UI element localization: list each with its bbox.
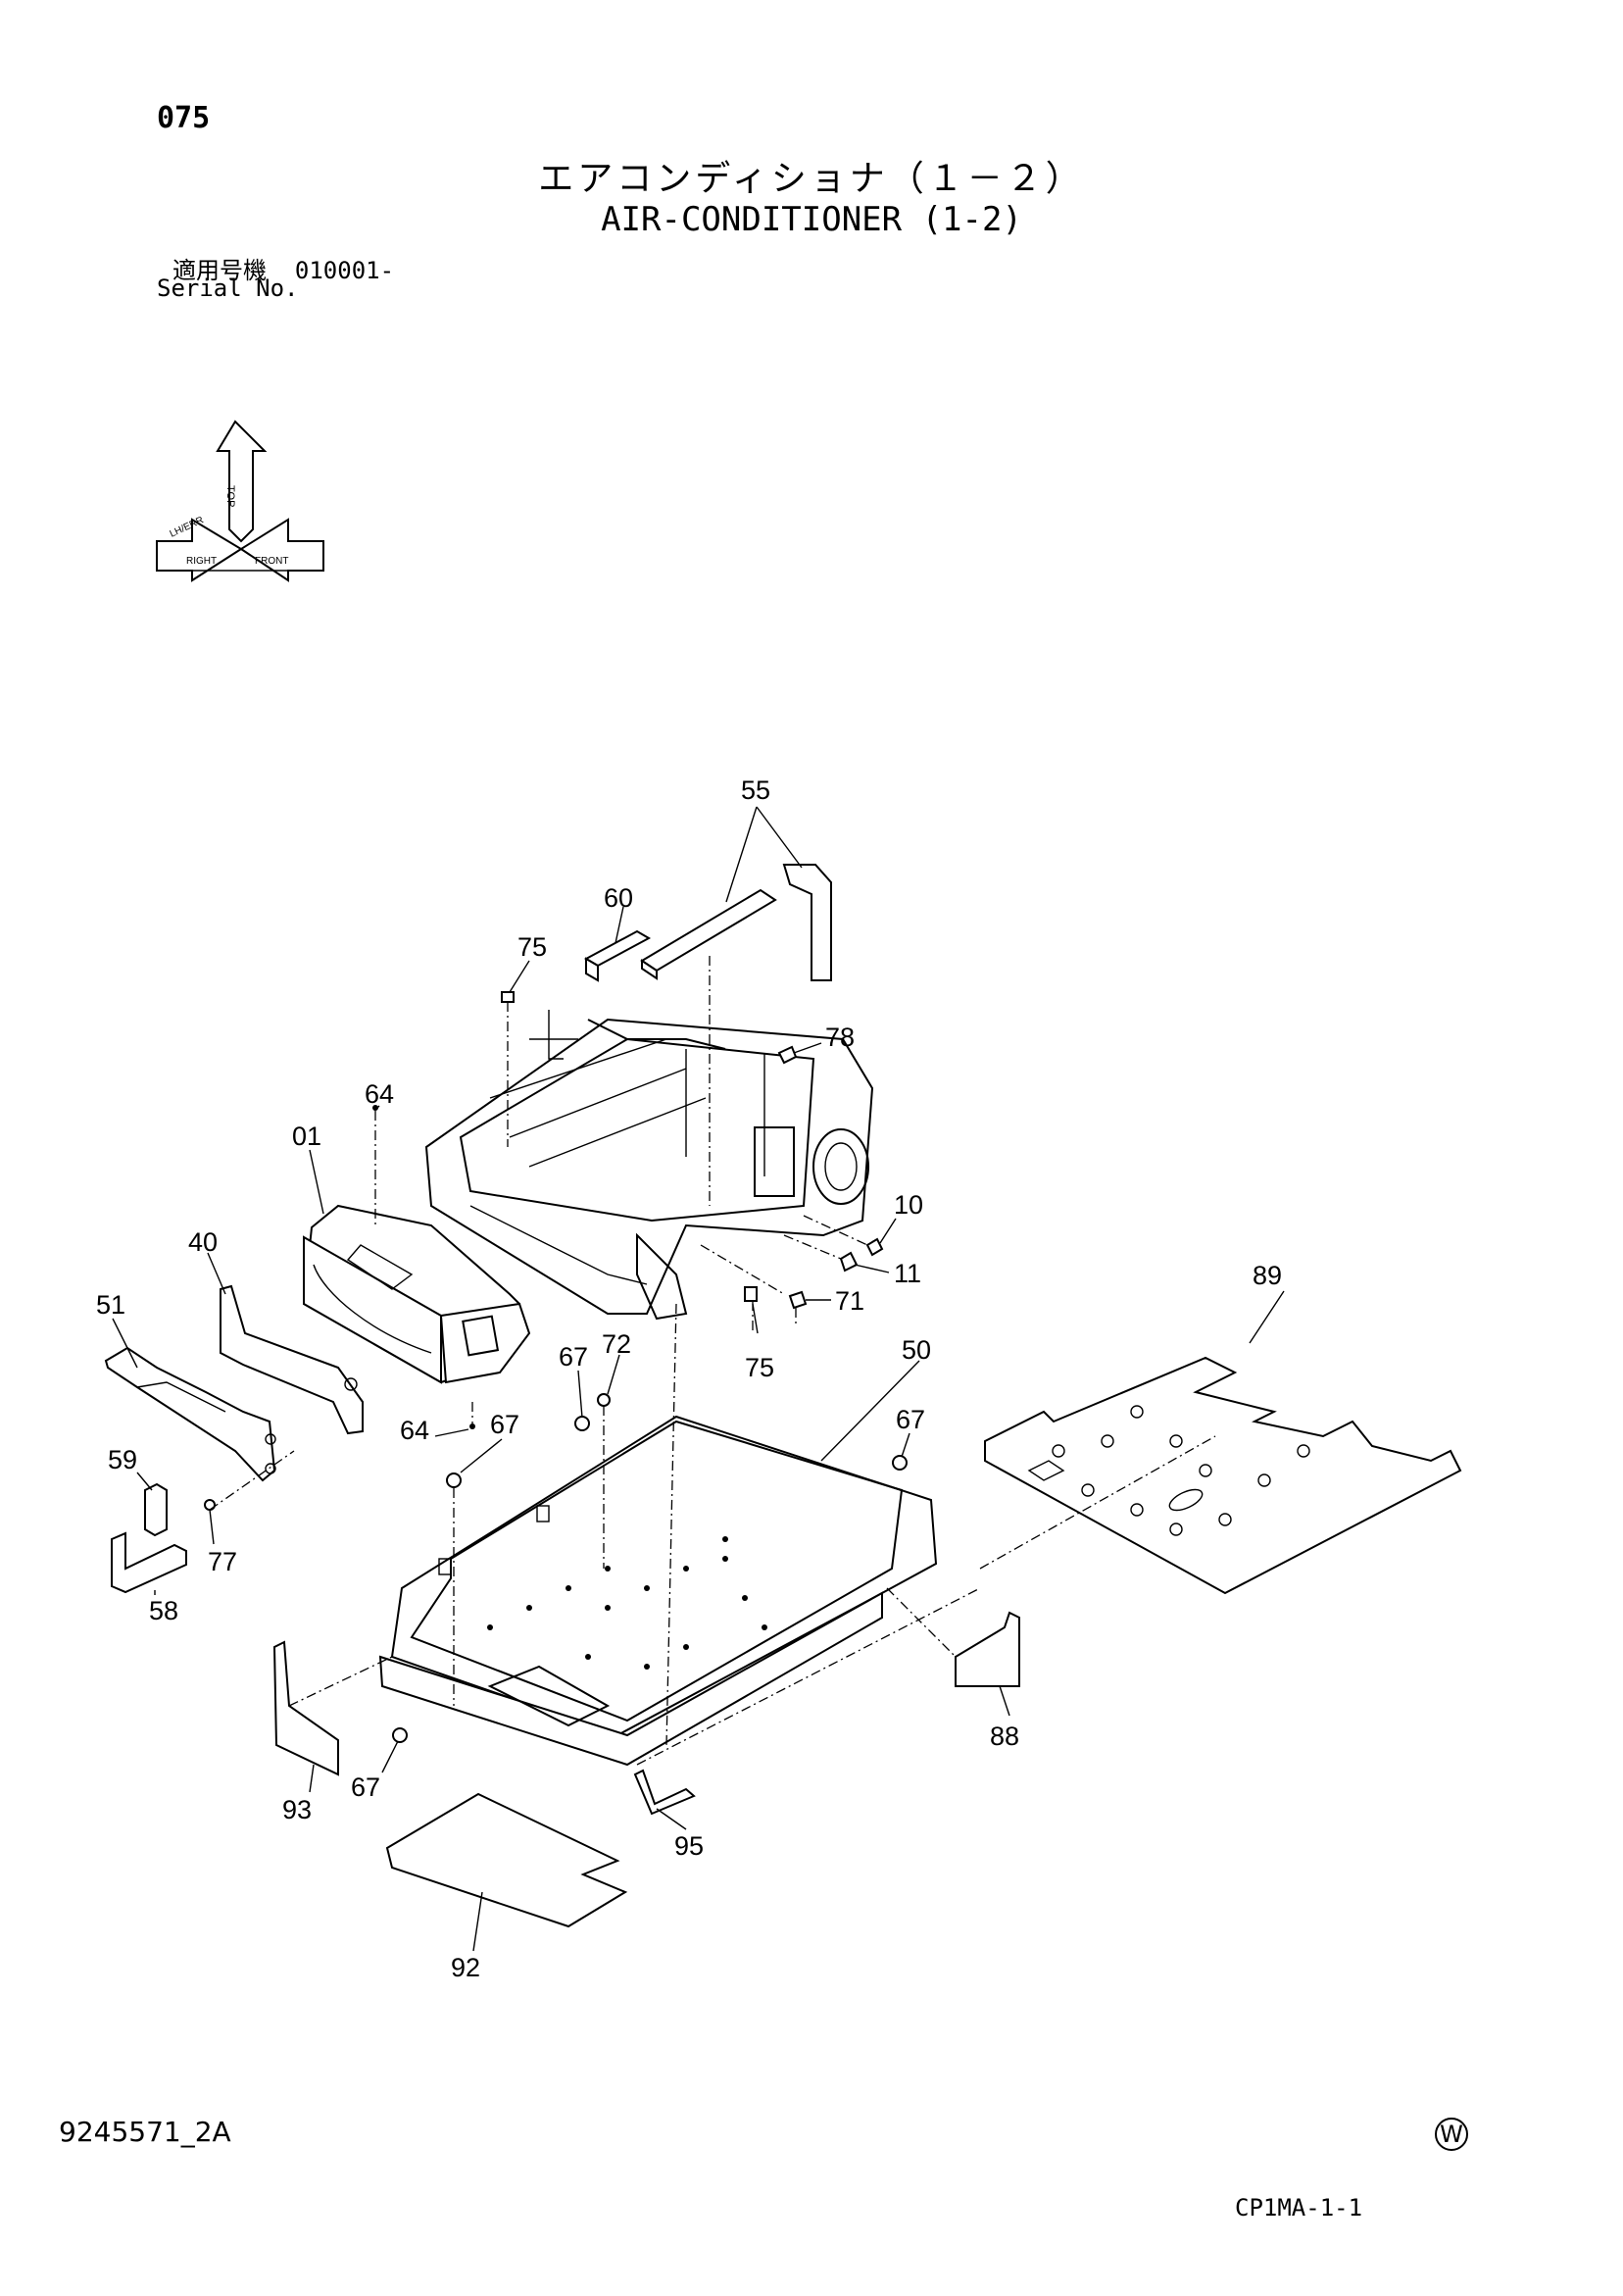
orientation-arrows-icon: TOP LH/ERR RIGHT FRONT (156, 420, 324, 582)
callout-78: 78 (825, 1023, 855, 1052)
part-75-clip-top (501, 991, 515, 1003)
part-11-screw (839, 1251, 859, 1273)
serial-info-japanese: 適用号機 010001- (172, 251, 394, 285)
callout-labels: 55 60 75 78 64 01 10 40 11 89 71 51 50 6… (96, 775, 1282, 1982)
part-59-pad (144, 1482, 168, 1537)
callout-75-lower: 75 (745, 1353, 774, 1382)
callout-40: 40 (188, 1227, 218, 1257)
callout-71: 71 (835, 1286, 864, 1316)
callout-93: 93 (282, 1795, 312, 1824)
part-72-bolt (597, 1393, 611, 1407)
serial-label-english: Serial No. (157, 275, 299, 302)
part-01-control-box (302, 1204, 531, 1384)
part-78-screw (777, 1045, 798, 1065)
w-mark-icon: W (1435, 2118, 1468, 2151)
callout-64-lower: 64 (400, 1416, 429, 1445)
floor-plate-holes (1052, 1405, 1310, 1536)
part-10-screw (865, 1237, 884, 1257)
document-number: 9245571_2A (59, 2116, 231, 2148)
part-58-pad (111, 1531, 187, 1594)
part-75-clip-lower (744, 1286, 758, 1302)
serial-value: 010001- (294, 257, 395, 284)
callout-89: 89 (1253, 1261, 1282, 1290)
callout-77: 77 (208, 1547, 237, 1576)
part-55-duct (640, 864, 832, 981)
part-77-screw (204, 1499, 216, 1511)
part-50-base-tray (378, 1415, 938, 1767)
callout-60: 60 (604, 883, 633, 913)
callout-72: 72 (602, 1329, 631, 1359)
callout-95: 95 (674, 1831, 704, 1861)
part-89-floor-plate (984, 1356, 1462, 1595)
callout-88: 88 (990, 1722, 1019, 1751)
callout-01: 01 (292, 1122, 321, 1151)
callout-67-right: 67 (896, 1405, 925, 1434)
fasteners (204, 991, 908, 1743)
part-67-bolt-d (392, 1727, 408, 1743)
orientation-label-lh: LH/ERR (169, 515, 206, 539)
air-conditioner-unit (424, 1010, 874, 1321)
callout-67-middle: 67 (490, 1410, 519, 1439)
leader-lines (112, 806, 1285, 1952)
orientation-label-right: RIGHT (186, 556, 217, 567)
part-92-pad (385, 1792, 628, 1928)
callout-50: 50 (902, 1335, 931, 1365)
part-64-pin-top (372, 1105, 378, 1111)
part-67-bolt-a (574, 1416, 590, 1431)
callout-92: 92 (451, 1953, 480, 1982)
serial-label-japanese: 適用号機 (172, 257, 267, 284)
sheet-code: CP1MA-1-1 (1235, 2194, 1363, 2221)
part-67-bolt-b (446, 1472, 462, 1488)
base-tray-holes (487, 1536, 767, 1670)
callout-75: 75 (517, 932, 547, 962)
orientation-label-front: FRONT (255, 556, 288, 567)
part-71-screw (788, 1290, 808, 1310)
callout-58: 58 (149, 1596, 178, 1625)
callout-51: 51 (96, 1290, 125, 1320)
callout-11: 11 (894, 1259, 921, 1288)
callout-67: 67 (559, 1342, 588, 1372)
part-51-bracket (104, 1346, 276, 1482)
callout-55: 55 (741, 775, 770, 805)
part-40-bracket (220, 1284, 364, 1435)
orientation-label-top: TOP (224, 485, 236, 507)
page-title-english: AIR-CONDITIONER (1-2) (601, 200, 1022, 239)
callout-67-bottom: 67 (351, 1772, 380, 1802)
part-93-pad (272, 1640, 339, 1776)
assembly-centerlines (209, 956, 1216, 1766)
part-95-strip (633, 1769, 696, 1816)
callout-10: 10 (894, 1190, 923, 1220)
callout-59: 59 (108, 1445, 137, 1474)
page-number: 075 (157, 101, 211, 135)
part-60-seal (583, 929, 652, 982)
page-title-japanese: エアコンディショナ（１－２） (538, 159, 1085, 199)
part-88-pad (955, 1611, 1020, 1687)
part-67-bolt-c (892, 1455, 908, 1471)
callout-64: 64 (365, 1079, 394, 1109)
